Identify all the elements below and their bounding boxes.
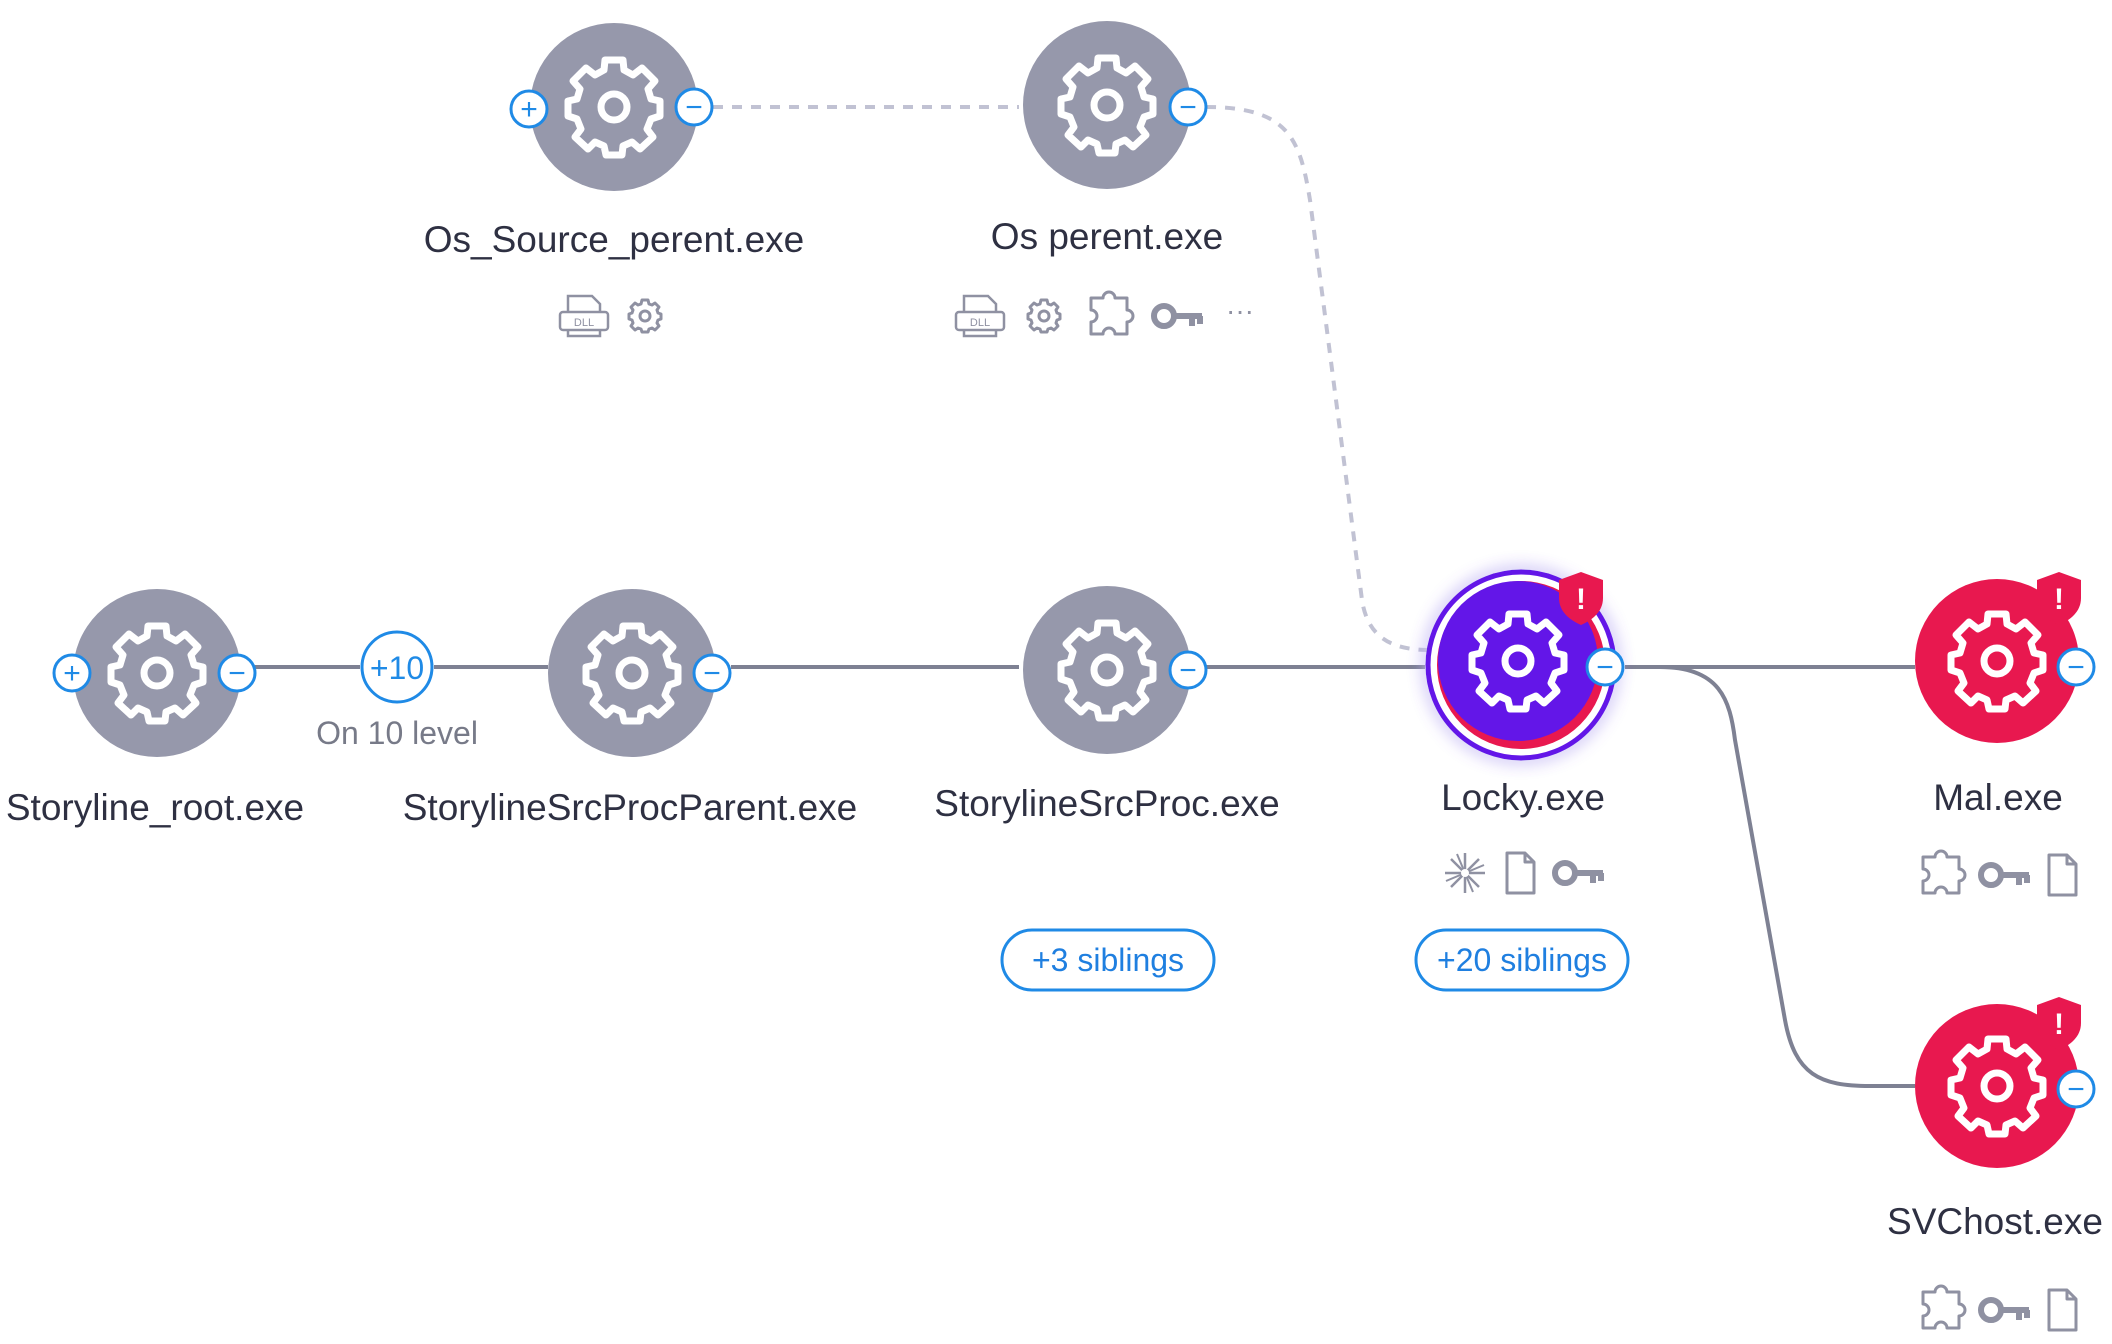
key-icon — [1981, 865, 2029, 885]
node-os-source[interactable]: + − Os_Source_perent.exe — [424, 23, 805, 338]
puzzle-icon — [1921, 1284, 1967, 1330]
key-icon — [1555, 863, 1603, 883]
node-label: Os_Source_perent.exe — [424, 219, 805, 260]
edge-os-parent-to-locky — [1205, 105, 1431, 652]
collapse-symbol: − — [228, 657, 246, 690]
file-icon — [2047, 853, 2078, 897]
siblings-label: +3 siblings — [1032, 942, 1184, 978]
burst-icon — [1443, 851, 1487, 895]
collapse-button[interactable]: − — [1168, 87, 1208, 127]
dll-icon — [558, 294, 610, 338]
collapsed-count: +10 — [370, 650, 424, 686]
node-label: StorylineSrcProc.exe — [934, 783, 1279, 824]
process-node-circle[interactable] — [1915, 1004, 2079, 1168]
collapse-symbol: − — [2067, 1073, 2085, 1106]
process-node-circle[interactable] — [530, 23, 698, 191]
collapse-symbol: − — [1596, 651, 1614, 684]
expand-button[interactable]: + — [52, 653, 92, 693]
siblings-label: +20 siblings — [1437, 942, 1607, 978]
edges — [255, 105, 1915, 1088]
dll-icon — [954, 294, 1006, 338]
file-icon — [2047, 1288, 2078, 1332]
collapse-button[interactable]: − — [2056, 647, 2096, 687]
node-label: Locky.exe — [1441, 777, 1605, 818]
node-label: Storyline_root.exe — [6, 787, 304, 828]
file-icon — [1505, 851, 1536, 895]
node-label: StorylineSrcProcParent.exe — [403, 787, 857, 828]
key-icon — [1154, 306, 1202, 326]
key-icon — [1981, 1300, 2029, 1320]
collapse-button[interactable]: − — [692, 653, 732, 693]
collapse-button[interactable]: − — [2056, 1069, 2096, 1109]
node-os-parent[interactable]: − Os perent.exe ··· — [954, 21, 1254, 338]
gear-icon — [1026, 298, 1062, 334]
collapse-symbol: − — [703, 657, 721, 690]
edge-locky-to-svchost — [1625, 665, 1915, 1088]
puzzle-icon — [1089, 290, 1135, 336]
puzzle-icon — [1921, 849, 1967, 895]
gear-icon — [627, 298, 663, 334]
collapse-symbol: − — [2067, 651, 2085, 684]
node-label: SVChost.exe — [1887, 1201, 2103, 1242]
collapsed-caption: On 10 level — [316, 715, 478, 751]
collapse-symbol: − — [685, 91, 703, 124]
expand-symbol: + — [63, 657, 81, 690]
alert-shield-icon: ! — [2037, 572, 2081, 625]
expand-symbol: + — [520, 93, 538, 126]
node-label: Os perent.exe — [991, 216, 1223, 257]
collapsed-levels[interactable]: +10 On 10 level — [316, 630, 478, 751]
node-svchost[interactable]: ! − SVChost.exe — [1887, 997, 2103, 1332]
process-node-circle[interactable] — [73, 589, 241, 757]
node-src-proc-parent[interactable]: − StorylineSrcProcParent.exe — [403, 589, 857, 828]
alert-shield-icon: ! — [2037, 997, 2081, 1050]
collapsed-levels-button[interactable] — [360, 630, 434, 704]
siblings-button[interactable]: +20 siblings — [1414, 928, 1630, 992]
node-src-proc[interactable]: − StorylineSrcProc.exe +3 siblings — [934, 586, 1280, 992]
alert-mark: ! — [2054, 1008, 2064, 1041]
node-locky[interactable]: ! − Locky.exe +20 siblings — [1414, 569, 1630, 992]
collapse-button[interactable]: − — [217, 653, 257, 693]
collapse-button[interactable]: − — [1585, 647, 1625, 687]
process-node-circle[interactable] — [1023, 21, 1191, 189]
alert-mark: ! — [1576, 583, 1586, 616]
process-node-circle[interactable] — [1438, 581, 1598, 741]
node-label: Mal.exe — [1933, 777, 2063, 818]
expand-button[interactable]: + — [509, 89, 549, 129]
collapse-symbol: − — [1179, 91, 1197, 124]
more-icon[interactable]: ··· — [1226, 295, 1254, 326]
node-mal[interactable]: ! − Mal.exe — [1915, 572, 2096, 897]
process-node-circle[interactable] — [1915, 579, 2079, 743]
node-storyline-root[interactable]: + − Storyline_root.exe — [6, 589, 304, 828]
collapse-button[interactable]: − — [1168, 650, 1208, 690]
alert-mark: ! — [2054, 583, 2064, 616]
collapse-symbol: − — [1179, 654, 1197, 687]
collapse-button[interactable]: − — [674, 87, 714, 127]
process-node-circle[interactable] — [1023, 586, 1191, 754]
process-node-circle[interactable] — [548, 589, 716, 757]
alert-shield-icon: ! — [1559, 572, 1603, 625]
siblings-button[interactable]: +3 siblings — [1000, 928, 1216, 992]
